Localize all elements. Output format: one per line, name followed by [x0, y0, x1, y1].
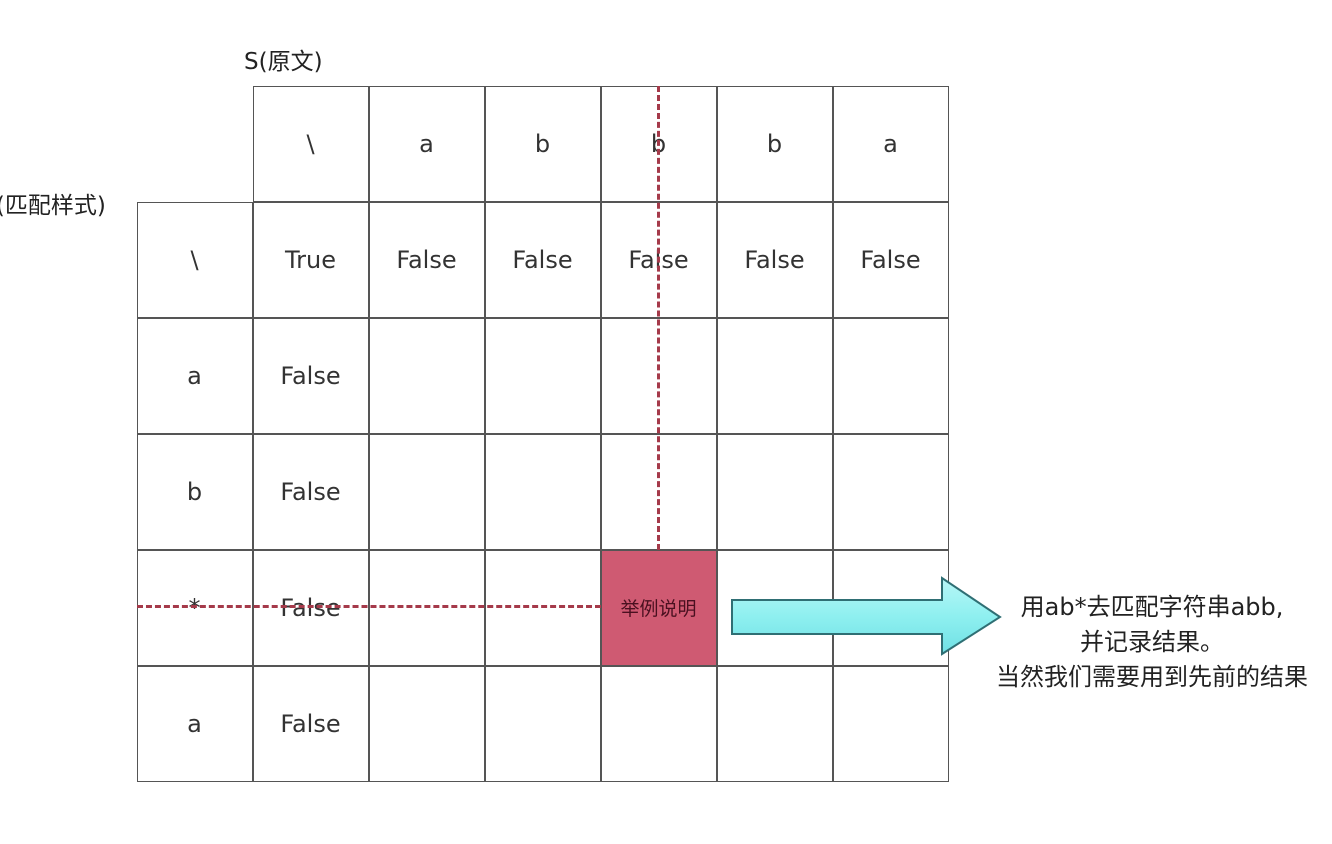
table-cell: True: [252, 201, 369, 318]
table-cell: False: [832, 201, 949, 318]
table-cell: False: [600, 201, 717, 318]
table-cell: False: [368, 201, 485, 318]
table-cell: [716, 433, 833, 550]
right-arrow-icon: [731, 576, 1002, 656]
table-cell: [368, 665, 485, 782]
table-cell: [832, 665, 949, 782]
table-cell: [716, 317, 833, 434]
table-cell: [368, 433, 485, 550]
table-cell: [368, 549, 485, 666]
column-header-cell: b: [600, 85, 717, 202]
table-cell: [600, 665, 717, 782]
table-cell: False: [252, 665, 369, 782]
table-cell: [484, 317, 601, 434]
explanation-line-1: 用ab*去匹配字符串abb,: [1020, 593, 1284, 621]
column-header-cell: b: [484, 85, 601, 202]
highlighted-example-cell: 举例说明: [600, 549, 717, 666]
table-cell: [600, 317, 717, 434]
row-header-cell: a: [136, 665, 253, 782]
table-cell: False: [484, 201, 601, 318]
s-axis-label: S(原文): [244, 49, 323, 75]
p-axis-label: P(匹配样式): [0, 193, 106, 219]
table-cell: False: [252, 433, 369, 550]
table-cell: [600, 433, 717, 550]
table-cell: [716, 665, 833, 782]
explanation-text: 用ab*去匹配字符串abb, 并记录结果。 当然我们需要用到先前的结果: [972, 590, 1332, 695]
explanation-line-2: 并记录结果。: [1080, 628, 1224, 656]
table-cell: [368, 317, 485, 434]
row-header-cell: *: [136, 549, 253, 666]
table-cell: [832, 433, 949, 550]
row-header-cell: \: [136, 201, 253, 318]
table-cell: [484, 665, 601, 782]
table-cell: [484, 433, 601, 550]
column-header-cell: \: [252, 85, 369, 202]
table-cell: [832, 317, 949, 434]
column-header-cell: a: [832, 85, 949, 202]
table-cell: False: [252, 549, 369, 666]
row-header-cell: a: [136, 317, 253, 434]
table-cell: [484, 549, 601, 666]
row-header-cell: b: [136, 433, 253, 550]
column-header-cell: b: [716, 85, 833, 202]
table-cell: False: [716, 201, 833, 318]
column-header-cell: a: [368, 85, 485, 202]
table-cell: False: [252, 317, 369, 434]
explanation-line-3: 当然我们需要用到先前的结果: [996, 663, 1308, 691]
